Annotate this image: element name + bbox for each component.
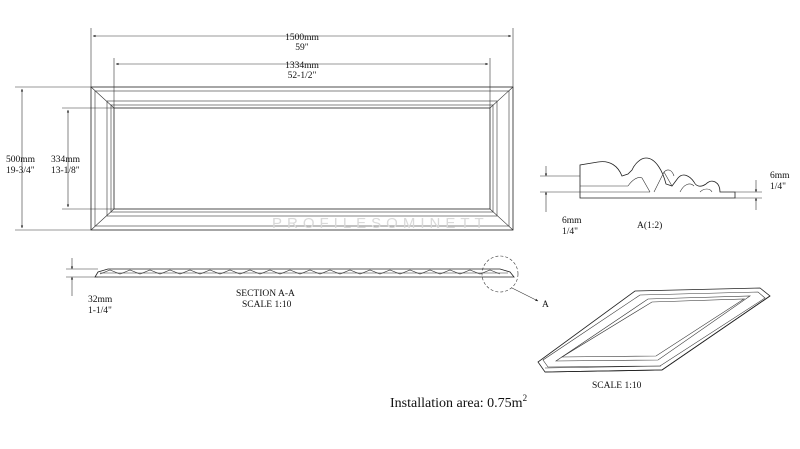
inner-width-in: 52-1/2" xyxy=(288,71,317,81)
dimension-inner-height: 334mm 13-1/8" xyxy=(51,107,114,210)
overall-width-in: 59" xyxy=(295,43,309,53)
inner-height-in: 13-1/8" xyxy=(51,166,80,176)
dimension-thickness: 32mm 1-1/4" xyxy=(66,258,113,316)
dimension-inner-width: 1334mm 52-1/2" xyxy=(113,58,491,108)
overall-height-mm: 500mm xyxy=(6,155,36,165)
installation-area: Installation area: 0.75m2 xyxy=(390,393,527,411)
profile-width-mm: 6mm xyxy=(770,171,790,181)
dimension-profile-width: 6mm 1/4" xyxy=(735,171,790,210)
overall-height-in: 19-3/4" xyxy=(6,166,35,176)
watermark: PROFILESOMINETT xyxy=(272,215,489,232)
dimension-overall-height: 500mm 19-3/4" xyxy=(6,86,91,231)
inner-height-mm: 334mm xyxy=(51,155,81,165)
inner-width-mm: 1334mm xyxy=(285,61,319,71)
detail-label: A(1:2) xyxy=(637,220,662,231)
section-scale: SCALE 1:10 xyxy=(242,300,292,310)
profile-width-in: 1/4" xyxy=(770,182,786,192)
isometric-view xyxy=(537,287,771,373)
dimension-profile-depth: 6mm 1/4" xyxy=(540,166,582,237)
overall-width-mm: 1500mm xyxy=(285,33,319,43)
detail-marker: A xyxy=(542,300,549,310)
profile-depth-in: 1/4" xyxy=(562,227,578,237)
dimension-overall-width: 1500mm 59" xyxy=(90,28,514,87)
thickness-mm: 32mm xyxy=(88,295,113,305)
section-view: A xyxy=(94,255,549,310)
section-title: SECTION A-A xyxy=(236,289,295,299)
front-view-panel xyxy=(90,86,514,231)
thickness-in: 1-1/4" xyxy=(88,306,112,316)
profile-depth-mm: 6mm xyxy=(562,216,582,226)
iso-scale: SCALE 1:10 xyxy=(592,381,642,391)
profile-detail xyxy=(579,157,736,199)
